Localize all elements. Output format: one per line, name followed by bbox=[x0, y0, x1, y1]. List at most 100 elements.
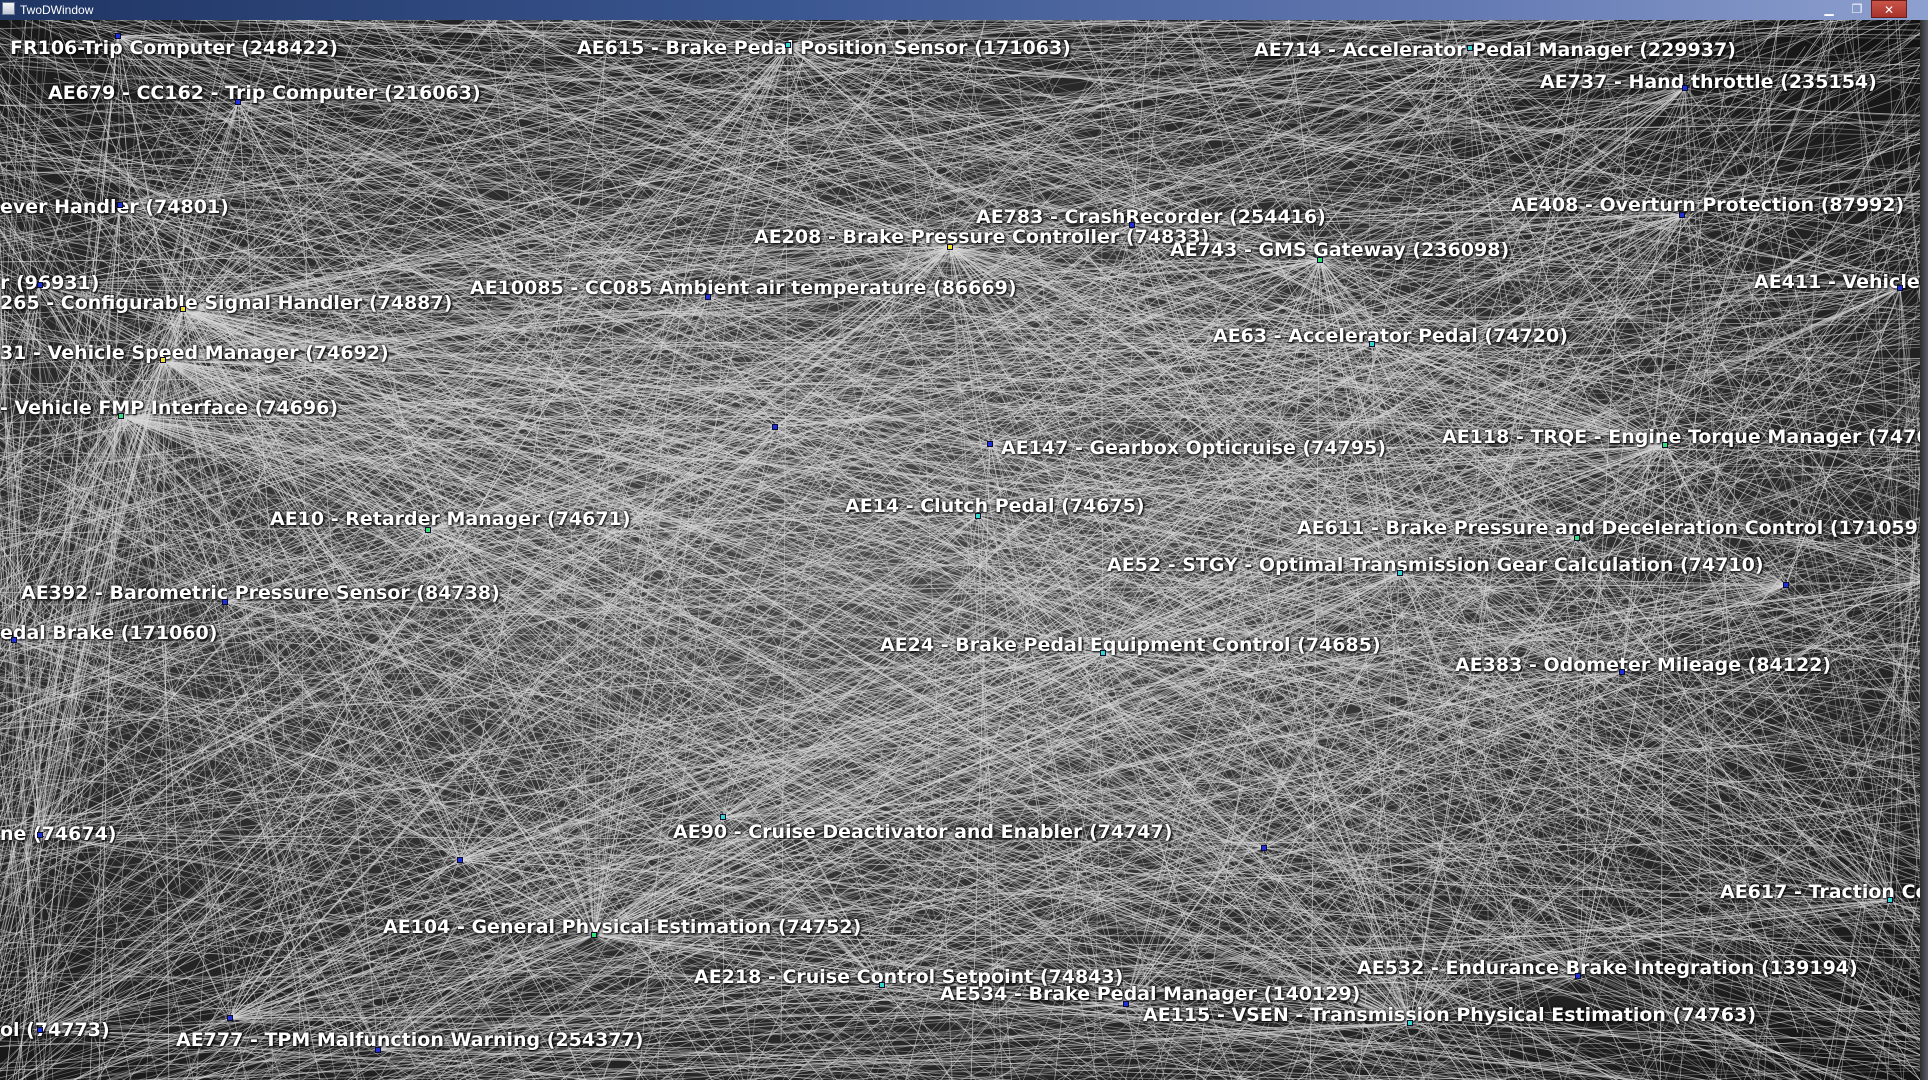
graph-node-label[interactable]: AE115 - VSEN - Transmission Physical Est… bbox=[1143, 1004, 1757, 1026]
close-button[interactable]: ✕ bbox=[1871, 0, 1907, 18]
graph-node-marker[interactable] bbox=[37, 282, 43, 288]
graph-node-marker[interactable] bbox=[1123, 1001, 1129, 1007]
graph-node-label[interactable]: AE218 - Cruise Control Setpoint (74843) bbox=[694, 966, 1124, 988]
graph-node-marker[interactable] bbox=[1574, 535, 1580, 541]
graph-node-marker[interactable] bbox=[1662, 442, 1668, 448]
graph-node-marker[interactable] bbox=[160, 357, 166, 363]
graph-edge bbox=[1319, 259, 1545, 1080]
graph-node-marker[interactable] bbox=[1261, 845, 1267, 851]
graph-node-label[interactable]: AE617 - Traction Con bbox=[1720, 881, 1928, 903]
graph-edge bbox=[1399, 572, 1430, 1043]
graph-node-marker[interactable] bbox=[37, 1027, 43, 1033]
graph-node-label[interactable]: 31 - Vehicle Speed Manager (74692) bbox=[0, 342, 389, 364]
graph-node-label[interactable]: AE737 - Hand throttle (235154) bbox=[1540, 71, 1877, 93]
graph-node-marker[interactable] bbox=[375, 1047, 381, 1053]
graph-node-marker[interactable] bbox=[720, 814, 726, 820]
graph-node-label[interactable]: AE10085 - CC085 Ambient air temperature … bbox=[470, 277, 1017, 299]
graph-node-marker[interactable] bbox=[1407, 1020, 1413, 1026]
graph-node-label[interactable]: AE90 - Cruise Deactivator and Enabler (7… bbox=[673, 821, 1173, 843]
graph-node-marker[interactable] bbox=[879, 982, 885, 988]
graph-edge bbox=[237, 101, 1928, 137]
graph-node-marker[interactable] bbox=[222, 599, 228, 605]
graph-edge bbox=[0, 296, 122, 417]
graph-edge bbox=[774, 47, 1471, 428]
graph-node-label[interactable]: ever Handler (74801) bbox=[0, 196, 229, 218]
graph-node-label[interactable]: AE147 - Gearbox Opticruise (74795) bbox=[1001, 437, 1386, 459]
graph-node-label[interactable]: AE392 - Barometric Pressure Sensor (8473… bbox=[21, 582, 500, 604]
graph-node-label[interactable]: AE714 - Accelerator Pedal Manager (22993… bbox=[1254, 39, 1736, 61]
graph-node-marker[interactable] bbox=[785, 42, 791, 48]
graph-node-marker[interactable] bbox=[1682, 85, 1688, 91]
graph-node-label[interactable]: AE208 - Brake Pressure Controller (74833… bbox=[754, 226, 1210, 248]
graph-node-marker[interactable] bbox=[180, 306, 186, 312]
graph-node-marker[interactable] bbox=[947, 244, 953, 250]
graph-node-label[interactable]: AE24 - Brake Pedal Equipment Control (74… bbox=[880, 634, 1381, 656]
graph-viewport[interactable]: FR106-Trip Computer (248422) AE615 - Brak… bbox=[0, 20, 1928, 1080]
graph-edge bbox=[960, 20, 1166, 1080]
graph-node-label[interactable]: AE104 - General Physical Estimation (747… bbox=[383, 916, 862, 938]
graph-node-marker[interactable] bbox=[1129, 222, 1135, 228]
graph-node-label[interactable]: AE534 - Brake Pedal Manager (140129) bbox=[940, 983, 1361, 1005]
graph-node-label[interactable]: edal Brake (171060) bbox=[0, 622, 218, 644]
graph-edge bbox=[1711, 645, 1928, 1080]
graph-node-label[interactable]: AE777 - TPM Malfunction Warning (254377) bbox=[176, 1029, 644, 1051]
graph-node-marker[interactable] bbox=[1467, 45, 1473, 51]
graph-node-label[interactable]: 265 - Configurable Signal Handler (74887… bbox=[0, 292, 453, 314]
graph-node-label[interactable]: AE10 - Retarder Manager (74671) bbox=[270, 508, 631, 530]
graph-node-marker[interactable] bbox=[37, 832, 43, 838]
graph-node-marker[interactable] bbox=[11, 637, 17, 643]
graph-edge bbox=[560, 20, 1928, 238]
graph-node-label[interactable]: r (96931) bbox=[0, 272, 100, 294]
graph-node-label[interactable]: FR106-Trip Computer (248422) bbox=[10, 37, 338, 59]
graph-edge bbox=[487, 672, 1928, 1080]
graph-node-label[interactable]: ne (74674) bbox=[0, 823, 117, 845]
graph-node-label[interactable]: - Vehicle FMP Interface (74696) bbox=[0, 397, 339, 419]
graph-edge bbox=[1681, 214, 1787, 586]
graph-node-label[interactable]: AE679 - CC162 - Trip Computer (216063) bbox=[48, 82, 481, 104]
graph-node-marker[interactable] bbox=[1369, 341, 1375, 347]
graph-node-marker[interactable] bbox=[117, 202, 123, 208]
graph-node-marker[interactable] bbox=[235, 99, 241, 105]
graph-node-marker[interactable] bbox=[1897, 285, 1903, 291]
graph-edge bbox=[0, 346, 649, 1080]
graph-node-marker[interactable] bbox=[1783, 582, 1789, 588]
graph-edge bbox=[0, 20, 149, 66]
graph-node-marker[interactable] bbox=[1100, 650, 1106, 656]
graph-node-marker[interactable] bbox=[457, 857, 463, 863]
graph-node-label[interactable]: AE408 - Overturn Protection (87992) bbox=[1511, 194, 1905, 216]
graph-node-marker[interactable] bbox=[425, 527, 431, 533]
graph-node-marker[interactable] bbox=[1575, 973, 1581, 979]
graph-edge bbox=[1664, 444, 1928, 939]
graph-node-marker[interactable] bbox=[772, 424, 778, 430]
graph-node-label[interactable]: ol (74773) bbox=[0, 1019, 110, 1041]
graph-node-marker[interactable] bbox=[975, 513, 981, 519]
graph-edge bbox=[162, 359, 473, 1080]
graph-node-label[interactable]: AE783 - CrashRecorder (254416) bbox=[976, 206, 1326, 228]
graph-node-label[interactable]: AE14 - Clutch Pedal (74675) bbox=[845, 495, 1145, 517]
maximize-button[interactable]: ❐ bbox=[1851, 2, 1863, 16]
graph-node-label[interactable]: AE411 - Vehicle L bbox=[1754, 271, 1928, 293]
graph-node-marker[interactable] bbox=[1619, 669, 1625, 675]
graph-node-label[interactable]: AE615 - Brake Pedal Position Sensor (171… bbox=[577, 37, 1071, 59]
graph-node-label[interactable]: AE63 - Accelerator Pedal (74720) bbox=[1213, 325, 1568, 347]
graph-node-label[interactable]: AE383 - Odometer Mileage (84122) bbox=[1455, 654, 1832, 676]
graph-edge bbox=[0, 308, 184, 599]
graph-node-label[interactable]: AE611 - Brake Pressure and Deceleration … bbox=[1297, 517, 1927, 539]
graph-node-marker[interactable] bbox=[227, 1015, 233, 1021]
graph-node-marker[interactable] bbox=[118, 413, 124, 419]
graph-node-label[interactable]: AE118 - TRQE - Engine Torque Manager (74… bbox=[1442, 426, 1928, 448]
graph-node-marker[interactable] bbox=[705, 294, 711, 300]
graph-node-label[interactable]: AE743 - GMS Gateway (236098) bbox=[1170, 239, 1510, 261]
graph-node-marker[interactable] bbox=[1317, 257, 1323, 263]
window-titlebar[interactable]: TwoDWindow ▁ ❐ ✕ bbox=[0, 0, 1928, 21]
graph-node-marker[interactable] bbox=[1679, 212, 1685, 218]
graph-node-marker[interactable] bbox=[1887, 897, 1893, 903]
graph-node-marker[interactable] bbox=[591, 932, 597, 938]
graph-node-marker[interactable] bbox=[1397, 570, 1403, 576]
graph-node-marker[interactable] bbox=[115, 33, 121, 39]
graph-node-marker[interactable] bbox=[987, 441, 993, 447]
graph-node-label[interactable]: AE532 - Endurance Brake Integration (139… bbox=[1357, 957, 1858, 979]
graph-edge bbox=[0, 816, 894, 1080]
graph-node-label[interactable]: AE52 - STGY - Optimal Transmission Gear … bbox=[1107, 554, 1764, 576]
minimize-button[interactable]: ▁ bbox=[1824, 2, 1834, 16]
